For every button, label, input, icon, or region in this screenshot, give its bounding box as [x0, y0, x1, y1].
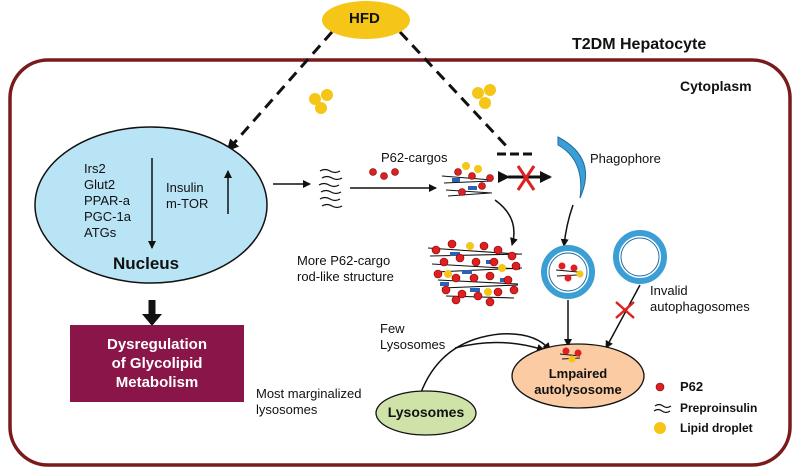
phagophore-label: Phagophore — [590, 151, 661, 166]
phagophore-to-autophagosome-arrow — [560, 204, 574, 247]
lysosomes-node — [375, 390, 477, 436]
few-lysosomes-label: Few Lysosomes — [380, 321, 445, 353]
p62-cargo-aggregate — [427, 239, 523, 307]
legend-p62-icon — [655, 382, 665, 392]
invalid-block-x-icon — [615, 301, 635, 319]
hfd-node — [322, 1, 410, 39]
dysregulation-line-3: Metabolism — [115, 374, 199, 391]
invalid-autophagosome — [613, 230, 667, 284]
hfd-label: HFD — [349, 10, 380, 27]
impaired-line-1: Lmpaired — [548, 366, 608, 381]
few-line-2: Lysosomes — [380, 337, 446, 352]
dysregulation-line-2: of Glycolipid — [111, 355, 203, 372]
p62-dots — [369, 168, 399, 180]
marginalized-label: Most marginalized lysosomes — [256, 386, 362, 418]
dysregulation-box: Dysregulation of Glycolipid Metabolism — [70, 325, 244, 402]
invalid-line-2: autophagosomes — [650, 299, 750, 314]
impaired-line-2: autolysosome — [534, 382, 622, 397]
invalid-line-1: Invalid — [650, 283, 688, 298]
lysosome-to-autolysosome-arrow — [419, 333, 551, 396]
invalid-autophagosomes-label: Invalid autophagosomes — [650, 283, 750, 315]
more-cargo-label: More P62-cargo rod-like structure — [297, 253, 394, 285]
cargo-to-aggregate-arrow — [494, 199, 518, 246]
hfd-to-nucleus-dashed-arrow — [226, 31, 334, 152]
cytoplasm-label: Cytoplasm — [680, 78, 752, 94]
few-lysosomes-arrow — [454, 341, 545, 352]
marginalized-line-1: Most marginalized — [256, 386, 362, 401]
legend-lipid-droplet-label: Lipid droplet — [680, 421, 753, 435]
gene-irs2: Irs2 — [84, 161, 106, 176]
more-cargo-line-1: More P62-cargo — [297, 253, 391, 268]
legend-preproinsulin-label: Preproinsulin — [680, 401, 758, 415]
hfd-to-autophagy-dashed-line — [398, 30, 512, 152]
lipid-droplet-cluster-left — [309, 89, 333, 114]
p62-cargo-cluster — [441, 162, 494, 197]
hepatocyte-boundary — [8, 58, 792, 467]
nucleus — [34, 126, 268, 284]
dysregulation-line-1: Dysregulation — [106, 336, 208, 353]
cell-title: T2DM Hepatocyte — [572, 36, 707, 53]
phagophore — [557, 136, 587, 199]
gene-atgs: ATGs — [84, 225, 117, 240]
few-line-1: Few — [380, 321, 405, 336]
invalid-to-autolysosome-arrow — [605, 284, 641, 349]
impaired-autolysosome-label: Lmpaired autolysosome — [520, 366, 636, 398]
legend-p62-label: P62 — [680, 379, 704, 394]
lipid-droplet-cluster-right — [472, 84, 496, 109]
preproinsulin-squiggles — [318, 168, 343, 209]
lysosomes-label: Lysosomes — [387, 404, 465, 420]
block-x-icon — [516, 165, 536, 191]
nucleus-up-list: Insulin m-TOR — [166, 180, 208, 212]
gene-pgc-1a: PGC-1a — [84, 209, 131, 224]
nucleus-label: Nucleus — [113, 254, 180, 273]
p62-cargos-label: P62-cargos — [381, 150, 448, 165]
autophagosome-cargo — [555, 262, 584, 282]
gene-m-tor: m-TOR — [166, 196, 209, 211]
nucleus-gene-list: Irs2 Glut2 PPAR-a PGC-1a ATGs — [84, 161, 131, 241]
legend-lipid-droplet-icon — [654, 422, 666, 434]
gene-glut2: Glut2 — [84, 177, 116, 192]
gene-ppar-a: PPAR-a — [84, 193, 130, 208]
autolysosome-cargo — [559, 347, 582, 363]
autophagosome — [541, 245, 595, 299]
marginalized-line-2: lysosomes — [256, 402, 318, 417]
nucleus-to-outcome-arrowhead — [142, 314, 162, 326]
impaired-autolysosome — [511, 343, 645, 409]
gene-insulin: Insulin — [166, 180, 204, 195]
legend-preproinsulin-icon — [653, 403, 672, 414]
more-cargo-line-2: rod-like structure — [297, 269, 394, 284]
